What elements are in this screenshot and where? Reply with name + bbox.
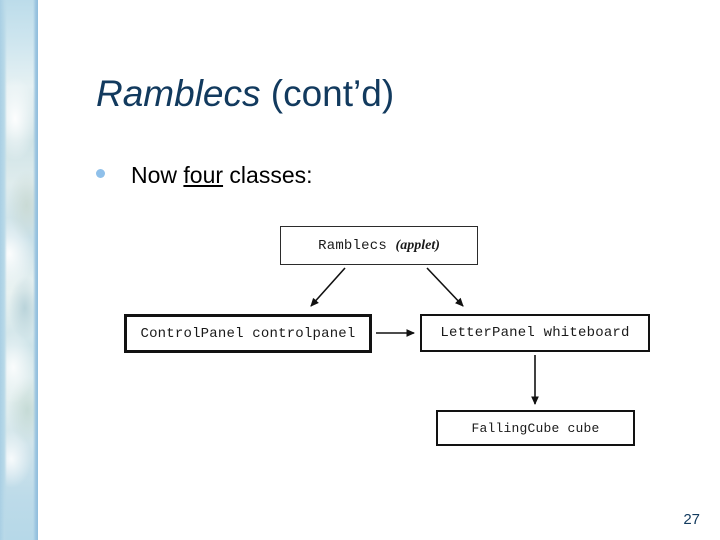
diagram-node-ramblecs[interactable]: Ramblecs (applet) xyxy=(280,226,478,265)
edge-ramblecs-to-controlpanel xyxy=(310,267,346,307)
node-fallingcube-type: FallingCube xyxy=(471,420,560,436)
bullet-item: Now four classes: xyxy=(96,162,313,189)
node-ramblecs-space xyxy=(387,238,396,254)
page-title: Ramblecs (cont’d) xyxy=(96,72,394,116)
page-number: 27 xyxy=(683,511,700,528)
diagram-node-controlpanel[interactable]: ControlPanel controlpanel xyxy=(124,314,372,353)
decorative-sidebar-band xyxy=(0,0,38,540)
diagram-node-letterpanel[interactable]: LetterPanel whiteboard xyxy=(420,314,650,352)
node-controlpanel-role: controlpanel xyxy=(252,325,356,342)
node-controlpanel-space xyxy=(244,326,253,342)
sidebar-left-edge xyxy=(0,0,7,540)
edge-ramblecs-to-letterpanel xyxy=(426,267,464,307)
node-fallingcube-role: cube xyxy=(567,420,600,436)
node-letterpanel-space xyxy=(535,325,544,341)
sidebar-right-edge xyxy=(33,0,38,540)
page-title-rest: (cont’d) xyxy=(260,73,395,114)
node-controlpanel-type: ControlPanel xyxy=(140,325,244,342)
node-ramblecs-role: (applet) xyxy=(395,237,440,253)
bullet-text-before: Now xyxy=(131,162,184,188)
bullet-text-after: classes: xyxy=(223,162,313,188)
page-title-emphasis: Ramblecs xyxy=(96,73,261,114)
node-fallingcube-space xyxy=(559,421,567,436)
bullet-text-underlined: four xyxy=(183,162,224,188)
node-letterpanel-role: whiteboard xyxy=(543,325,630,341)
node-letterpanel-type: LetterPanel xyxy=(440,325,535,341)
bullet-item-label: Now four classes: xyxy=(131,162,313,189)
node-ramblecs-type: Ramblecs xyxy=(318,237,387,254)
bullet-dot-icon xyxy=(96,169,105,178)
diagram-node-fallingcube[interactable]: FallingCube cube xyxy=(436,410,635,446)
